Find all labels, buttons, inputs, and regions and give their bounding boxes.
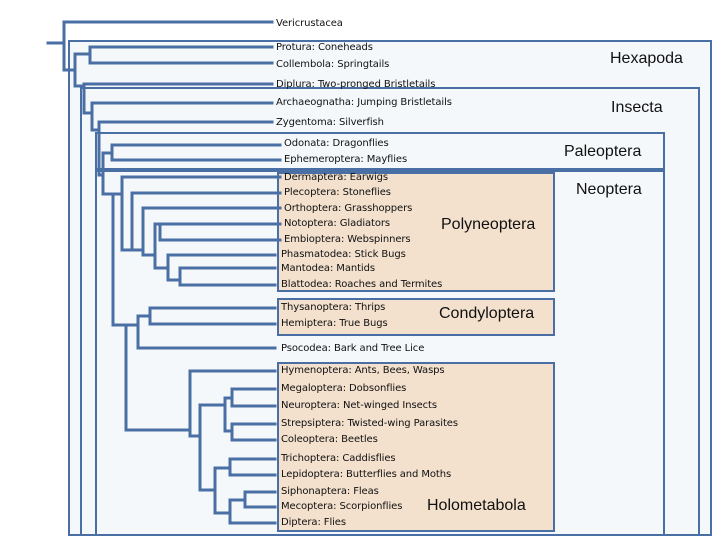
taxon-label: Vericrustacea xyxy=(276,18,343,29)
taxon-label: Diptera: Flies xyxy=(281,517,346,528)
taxon-label: Diplura: Two-pronged Bristletails xyxy=(276,79,436,90)
taxon-label: Ephemeroptera: Mayflies xyxy=(284,154,408,165)
clade-label-neoptera: Neoptera xyxy=(576,181,642,198)
taxon-label: Psocodea: Bark and Tree Lice xyxy=(281,343,425,354)
taxon-label: Siphonaptera: Fleas xyxy=(281,486,379,497)
taxon-label: Megaloptera: Dobsonflies xyxy=(281,383,407,394)
clade-label-insecta: Insecta xyxy=(611,99,663,116)
taxon-label: Plecoptera: Stoneflies xyxy=(284,187,391,198)
taxon-label: Phasmatodea: Stick Bugs xyxy=(281,249,406,260)
taxon-label: Hymenoptera: Ants, Bees, Wasps xyxy=(281,365,445,376)
taxon-label: Mecoptera: Scorpionflies xyxy=(281,501,403,512)
taxon-label: Dermaptera: Earwigs xyxy=(284,172,389,183)
clade-label-paleoptera: Paleoptera xyxy=(564,143,642,160)
taxon-label: Hemiptera: True Bugs xyxy=(281,318,388,329)
polyneoptera-box xyxy=(277,172,555,292)
taxon-label: Strepsiptera: Twisted-wing Parasites xyxy=(281,418,458,429)
taxon-label: Coleoptera: Beetles xyxy=(281,434,378,445)
taxon-label: Collembola: Springtails xyxy=(276,59,390,70)
taxon-label: Embioptera: Webspinners xyxy=(284,234,411,245)
taxon-label: Protura: Coneheads xyxy=(276,42,373,53)
tree-branches xyxy=(46,20,282,525)
taxon-label: Trichoptera: Caddisflies xyxy=(281,453,396,464)
taxon-label: Mantodea: Mantids xyxy=(281,263,375,274)
clade-label-condyloptera: Condyloptera xyxy=(439,305,535,322)
holometabola-box xyxy=(277,362,555,532)
taxon-label: Blattodea: Roaches and Termites xyxy=(281,279,443,290)
taxon-label: Zygentoma: Silverfish xyxy=(276,117,384,128)
taxon-label: Archaeognatha: Jumping Bristletails xyxy=(276,97,452,108)
condyloptera-box xyxy=(277,298,555,336)
clade-label-polyneoptera: Polyneoptera xyxy=(441,216,536,233)
taxon-label: Neuroptera: Net-winged Insects xyxy=(281,400,437,411)
clade-label-hexapoda: Hexapoda xyxy=(610,50,683,67)
clade-label-holometabola: Holometabola xyxy=(427,497,526,514)
taxon-label: Lepidoptera: Butterflies and Moths xyxy=(281,469,452,480)
taxon-label: Orthoptera: Grasshoppers xyxy=(284,203,413,214)
taxon-label: Thysanoptera: Thrips xyxy=(281,302,386,313)
taxon-label: Odonata: Dragonflies xyxy=(284,138,389,149)
taxon-label: Notoptera: Gladiators xyxy=(284,218,391,229)
paleoptera-box xyxy=(95,132,665,170)
